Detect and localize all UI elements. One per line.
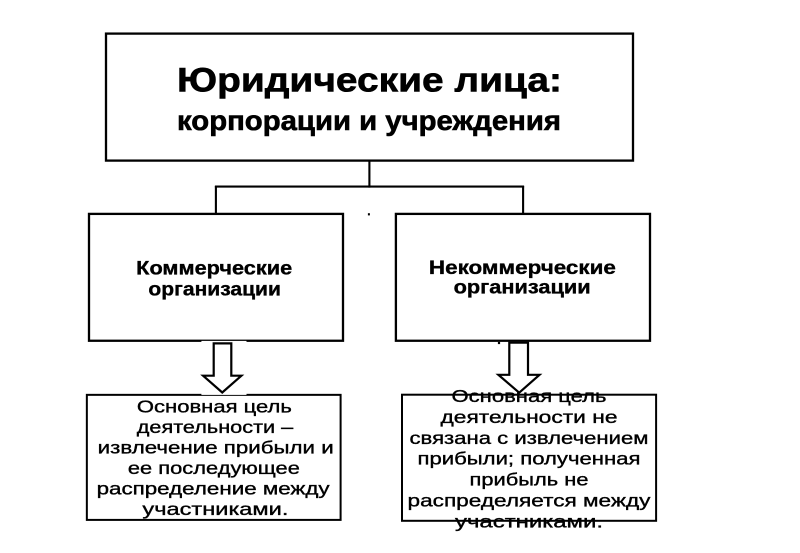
svg-text:Юридические лица:: Юридические лица: <box>177 62 562 100</box>
svg-text:деятельности –: деятельности – <box>137 417 294 437</box>
svg-text:участниками.: участниками. <box>142 499 288 519</box>
svg-text:прибыли; полученная: прибыли; полученная <box>418 449 641 469</box>
svg-text:участниками.: участниками. <box>455 511 603 531</box>
svg-text:организации: организации <box>454 278 591 299</box>
svg-text:организации: организации <box>148 280 281 301</box>
svg-text:Некоммерческие: Некоммерческие <box>429 258 616 279</box>
svg-text:распределяется между: распределяется между <box>408 491 651 511</box>
svg-text:распределение между: распределение между <box>97 479 330 499</box>
svg-text:корпорации и учреждения: корпорации и учреждения <box>177 105 561 136</box>
svg-text:связана с извлечением: связана с извлечением <box>410 428 649 448</box>
svg-text:Основная цель: Основная цель <box>137 397 292 417</box>
svg-text:Коммерческие: Коммерческие <box>136 258 292 279</box>
svg-text:деятельности не: деятельности не <box>441 407 618 427</box>
svg-text:ее последующее: ее последующее <box>128 458 300 478</box>
svg-text:извлечение прибыли и: извлечение прибыли и <box>98 438 334 458</box>
svg-text:прибыль не: прибыль не <box>470 470 589 490</box>
svg-text:Основная цель: Основная цель <box>452 386 607 406</box>
